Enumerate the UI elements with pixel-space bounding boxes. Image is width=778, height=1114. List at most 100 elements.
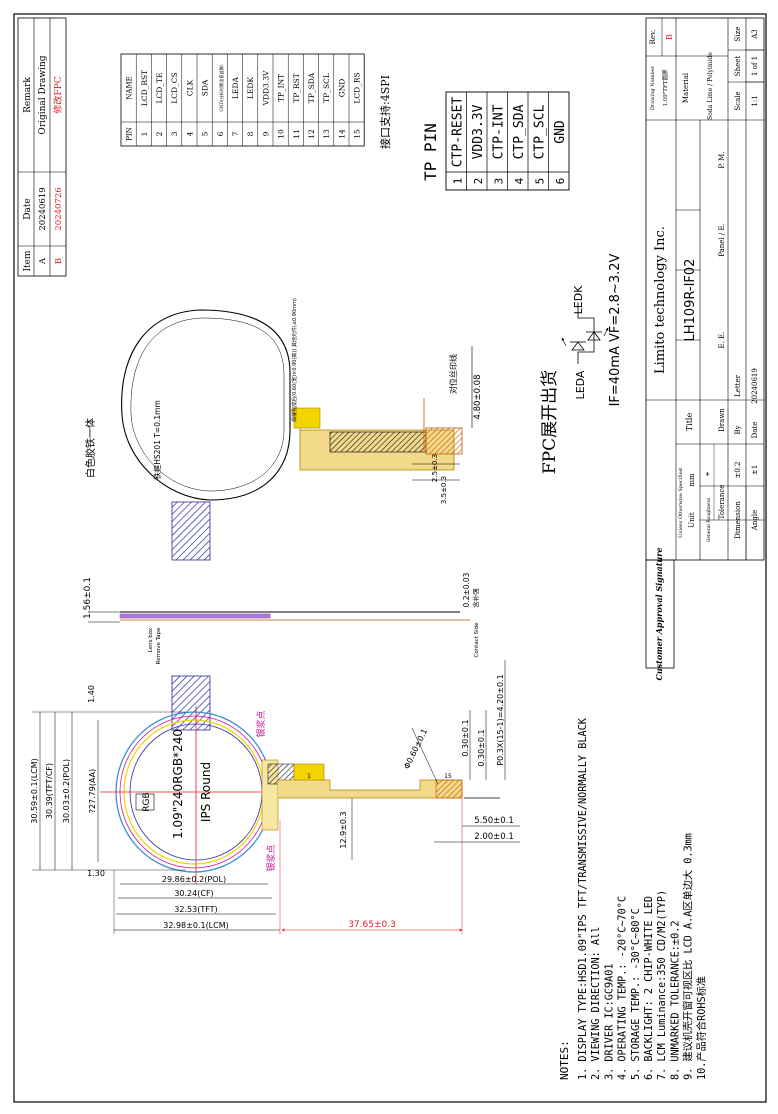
sheet-label: Sheet bbox=[734, 56, 742, 77]
tp-pin-name-5: CTP_SCL bbox=[532, 104, 547, 159]
dim-030-a: 0.30±0.1 bbox=[461, 719, 470, 756]
pin-name-6: GND(分料时需注意此脚) bbox=[218, 64, 225, 112]
pin-number-12: 12 bbox=[307, 129, 316, 139]
drawn-label: Drawn bbox=[718, 408, 726, 432]
pin-number-9: 9 bbox=[261, 131, 270, 136]
rev-header-date: Date bbox=[23, 198, 33, 220]
dim-25: 2.5±0.3 bbox=[431, 454, 439, 482]
unless-label: Unless Otherwise Specified bbox=[678, 467, 684, 538]
rev-b-date: 20240726 bbox=[54, 187, 64, 230]
pin-number-3: 3 bbox=[170, 131, 179, 136]
pin-number-1: 1 bbox=[140, 132, 149, 137]
side-view: 1.56±0.1 0.2±0.03 含补强 Remove Tape Lens b… bbox=[83, 572, 480, 664]
pin-number-15: 15 bbox=[353, 129, 362, 139]
date-value: 20240619 bbox=[751, 368, 759, 404]
size-label: Size bbox=[734, 27, 742, 42]
rev-label: Rev. bbox=[649, 30, 657, 45]
tp-pin-table: CTP-RESET1VDD3.3V2CTP-INT3CTP_SDA4CTP_SC… bbox=[445, 91, 570, 191]
note-9: 9. 建议机壳开窗可视区比 LCD A.A区单边大 0.3mm bbox=[682, 833, 695, 1080]
interface-caption: 接口支持:4SPI bbox=[378, 75, 392, 149]
tolerance-label: Tolerance bbox=[718, 485, 726, 520]
fpc-stiffener bbox=[329, 431, 427, 453]
dim-hole: Φ0.60±0.1 bbox=[402, 727, 429, 770]
pin-name-7: LEDA bbox=[231, 76, 240, 98]
note-10: 10.产品符合ROHS标准 bbox=[695, 976, 708, 1080]
pin-number-4: 4 bbox=[185, 131, 194, 136]
material-label: Material bbox=[682, 72, 690, 103]
pin-name-5: SDA bbox=[201, 79, 210, 96]
company-name: Limito technology Inc. bbox=[653, 226, 668, 374]
roughness-symbol-icon: ⌖ bbox=[703, 471, 712, 476]
silver-dot-top: 银浆点 bbox=[255, 710, 267, 737]
pm-label: P. M. bbox=[718, 151, 726, 168]
material-value: Soda Lime / Polyimide bbox=[707, 52, 714, 120]
dim-fpc-length: 37.65±0.3 bbox=[348, 920, 396, 930]
product-size-label: 1.09"240RGB*240 bbox=[171, 729, 185, 839]
dimension-label: Dimension bbox=[734, 501, 742, 539]
tp-pin-title: TP PIN bbox=[421, 123, 440, 181]
dim-left-130: 1.30 bbox=[87, 869, 105, 878]
pin-name-1: LCD_RST bbox=[140, 70, 149, 106]
dim-lcm-width: 32.98±0.1(LCM) bbox=[163, 921, 229, 930]
dim-tft-height: 30.39(TFT/CF) bbox=[45, 763, 54, 819]
pin-name-4: CLK bbox=[185, 79, 194, 96]
ee-label: E. E. bbox=[718, 332, 726, 349]
pin-name-15: LCD_RS bbox=[353, 72, 362, 103]
dim-lcm-height: 30.59±0.1(LCM) bbox=[30, 758, 39, 824]
pin-name-12: TP_SDA bbox=[307, 72, 316, 103]
pin-name-3: LCD_CS bbox=[170, 72, 179, 103]
pin-name-14: GND bbox=[337, 79, 346, 98]
dim-030-b: 0.30±0.1 bbox=[477, 729, 486, 766]
note-3: 3. DRIVER IC:GC9A01 bbox=[604, 963, 615, 1080]
pin-name-9: VDD3.3V bbox=[261, 70, 270, 106]
pin-number-5: 5 bbox=[201, 131, 210, 136]
rev-a-date: 20240619 bbox=[38, 187, 48, 230]
title-block: Limito technology Inc. Title LH109R-IF02… bbox=[645, 17, 765, 561]
note-7: 7. LCM Luminance:350 CD/M2(TYP) bbox=[657, 890, 668, 1080]
tp-pin-number-1: 1 bbox=[451, 178, 464, 185]
rev-value: B bbox=[665, 34, 674, 40]
dim-129: 12.9±0.3 bbox=[339, 811, 348, 848]
date-label: Date bbox=[751, 422, 759, 439]
rib-label: 铁框HS201 T=0.1mm bbox=[152, 400, 162, 480]
tp-pin-number-5: 5 bbox=[533, 178, 546, 185]
by-value: Letter bbox=[734, 374, 742, 397]
dim-35: 3.5±0.3 bbox=[440, 476, 448, 504]
leda-label: LEDA bbox=[574, 370, 587, 399]
note-1: 1. DISPLAY TYPE:HSD1.09"IPS TFT/TRANSMIS… bbox=[578, 717, 589, 1080]
pin-name-8: LEDK bbox=[246, 77, 255, 99]
pin-15-marker: 15 bbox=[444, 773, 452, 780]
pin-number-8: 8 bbox=[246, 131, 255, 136]
pin-number-13: 13 bbox=[322, 129, 331, 139]
unit-label: Unit bbox=[688, 512, 696, 528]
tp-pin-name-3: CTP-INT bbox=[491, 104, 506, 159]
pin-number-6: 6 bbox=[216, 131, 225, 136]
dim-pol-height: 30.03±0.2(POL) bbox=[62, 759, 71, 823]
fpc-mark-label: 对位丝印线 bbox=[448, 354, 458, 394]
pin-number-11: 11 bbox=[292, 129, 301, 139]
tp-pin-name-1: CTP-RESET bbox=[450, 97, 465, 168]
panel-type-label: IPS Round bbox=[199, 762, 213, 822]
revision-table: Remark Date Item Original Drawing 202406… bbox=[17, 17, 67, 277]
drawing-number: 1.09"TFT圆屏 bbox=[662, 69, 669, 106]
title-label: Title bbox=[685, 413, 694, 432]
remove-tape-label: Remove Tape bbox=[156, 627, 162, 664]
rev-a-item: A bbox=[38, 257, 48, 265]
dim-top-140: 1.40 bbox=[87, 685, 96, 703]
pin-name-2: LCD_TE bbox=[155, 73, 164, 104]
pin-name-10: TP_INT bbox=[277, 74, 286, 102]
note-2: 2. VIEWING DIRECTION: All bbox=[591, 927, 602, 1080]
rev-b-item: B bbox=[54, 258, 64, 264]
contact-side-label: Contact Side bbox=[474, 622, 480, 658]
top-view-tab-hatched bbox=[171, 501, 211, 561]
tp-pin-number-4: 4 bbox=[513, 177, 526, 184]
ledk-label: LEDK bbox=[572, 285, 585, 315]
scale-label: Scale bbox=[734, 91, 742, 110]
pin-number-2: 2 bbox=[155, 131, 164, 136]
notes-title: NOTES: bbox=[558, 1040, 571, 1080]
rev-header-item: Item bbox=[23, 250, 33, 271]
note-8: 8. UNMARKED TOLERANCE:±0.2 bbox=[670, 921, 681, 1080]
tp-pin-number-6: 6 bbox=[554, 178, 567, 185]
roughness-label: General Roughness bbox=[706, 497, 712, 542]
